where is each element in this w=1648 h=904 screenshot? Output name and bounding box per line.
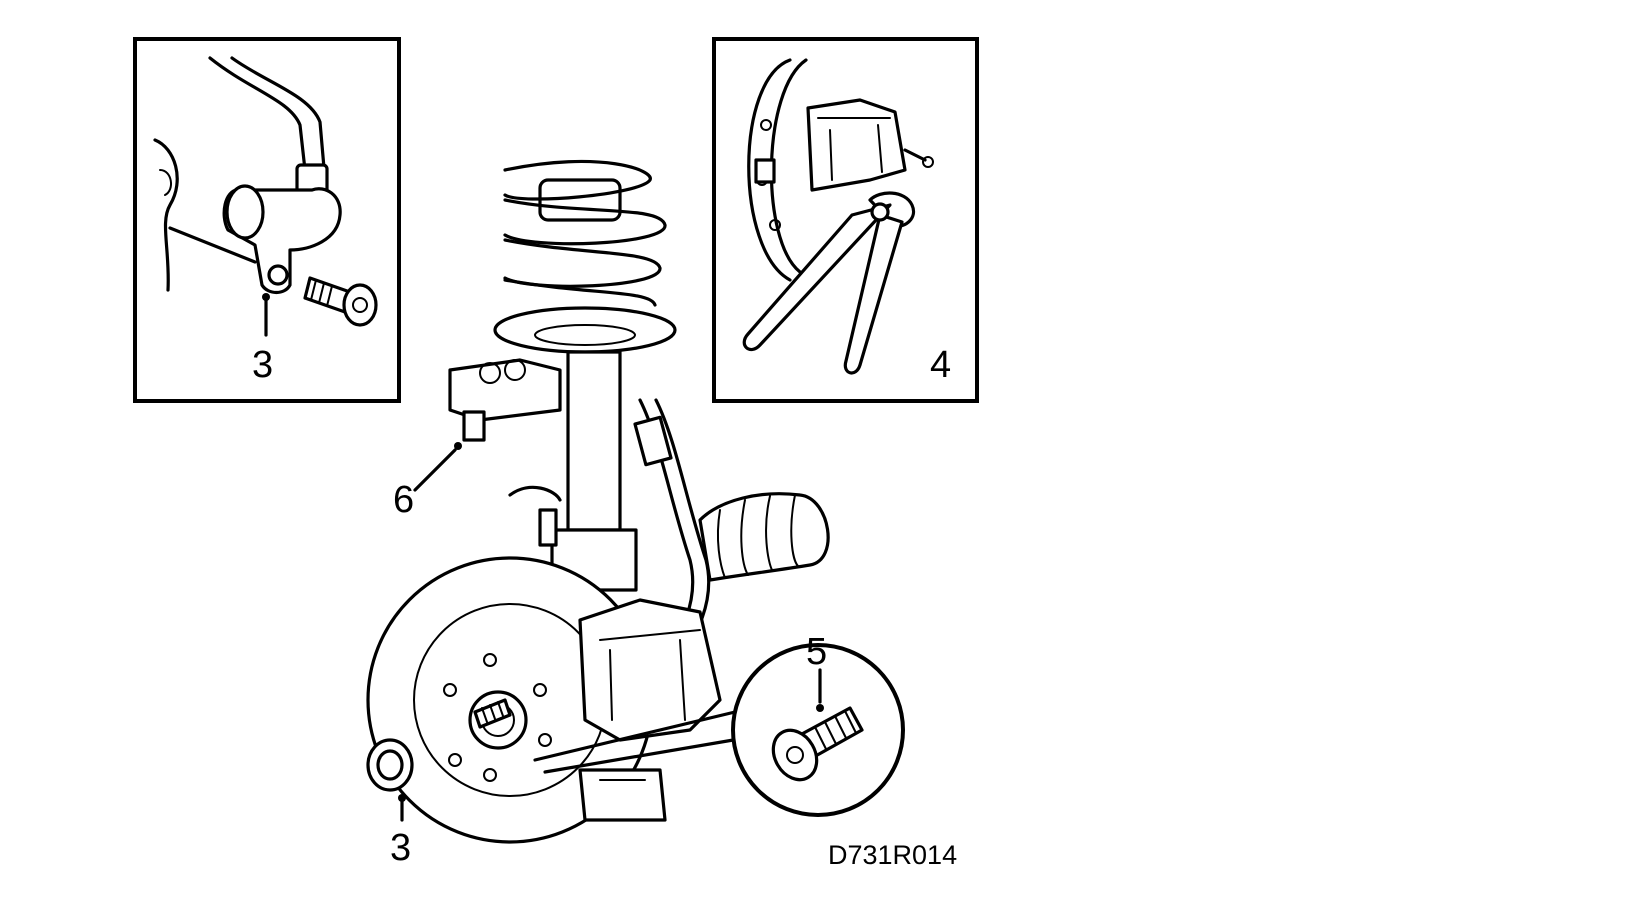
driveshaft-boot	[698, 492, 830, 582]
leader-dot-bolt	[816, 704, 824, 712]
leader-dot-nut	[398, 794, 406, 802]
abs-sensor	[222, 184, 342, 295]
callout-bolt: 5	[806, 631, 827, 673]
leader-dot-strut	[454, 442, 462, 450]
coil-spring	[503, 159, 667, 307]
inset-caliper-panel: 4	[712, 37, 979, 403]
leader-line-strut	[413, 448, 457, 492]
figure-reference-code: D731R014	[828, 840, 957, 870]
knuckle-outline	[153, 138, 257, 292]
callout-inset-right: 4	[930, 344, 951, 386]
brake-caliper	[578, 598, 722, 822]
leader-dot-inset-left	[262, 293, 270, 301]
strut-assembly: 6	[393, 159, 830, 662]
stabilizer-bracket	[448, 358, 562, 442]
pliers	[742, 191, 916, 375]
caliper-inset	[806, 98, 934, 192]
inset-sensor-panel: 3	[133, 37, 401, 403]
bolt-detail-circle: 5	[731, 631, 905, 817]
hub-nut: 3	[366, 738, 414, 869]
callout-hub-nut: 3	[390, 827, 411, 869]
strut-tube	[566, 350, 622, 532]
callout-strut: 6	[393, 479, 414, 521]
callout-inset-left: 3	[252, 344, 273, 386]
zoom-pointer-upper	[533, 710, 737, 762]
sensor-bolt	[303, 276, 378, 327]
brake-disc-inset	[747, 58, 808, 282]
guide-bolt	[771, 706, 864, 782]
zoom-pointer-lower	[543, 736, 747, 774]
